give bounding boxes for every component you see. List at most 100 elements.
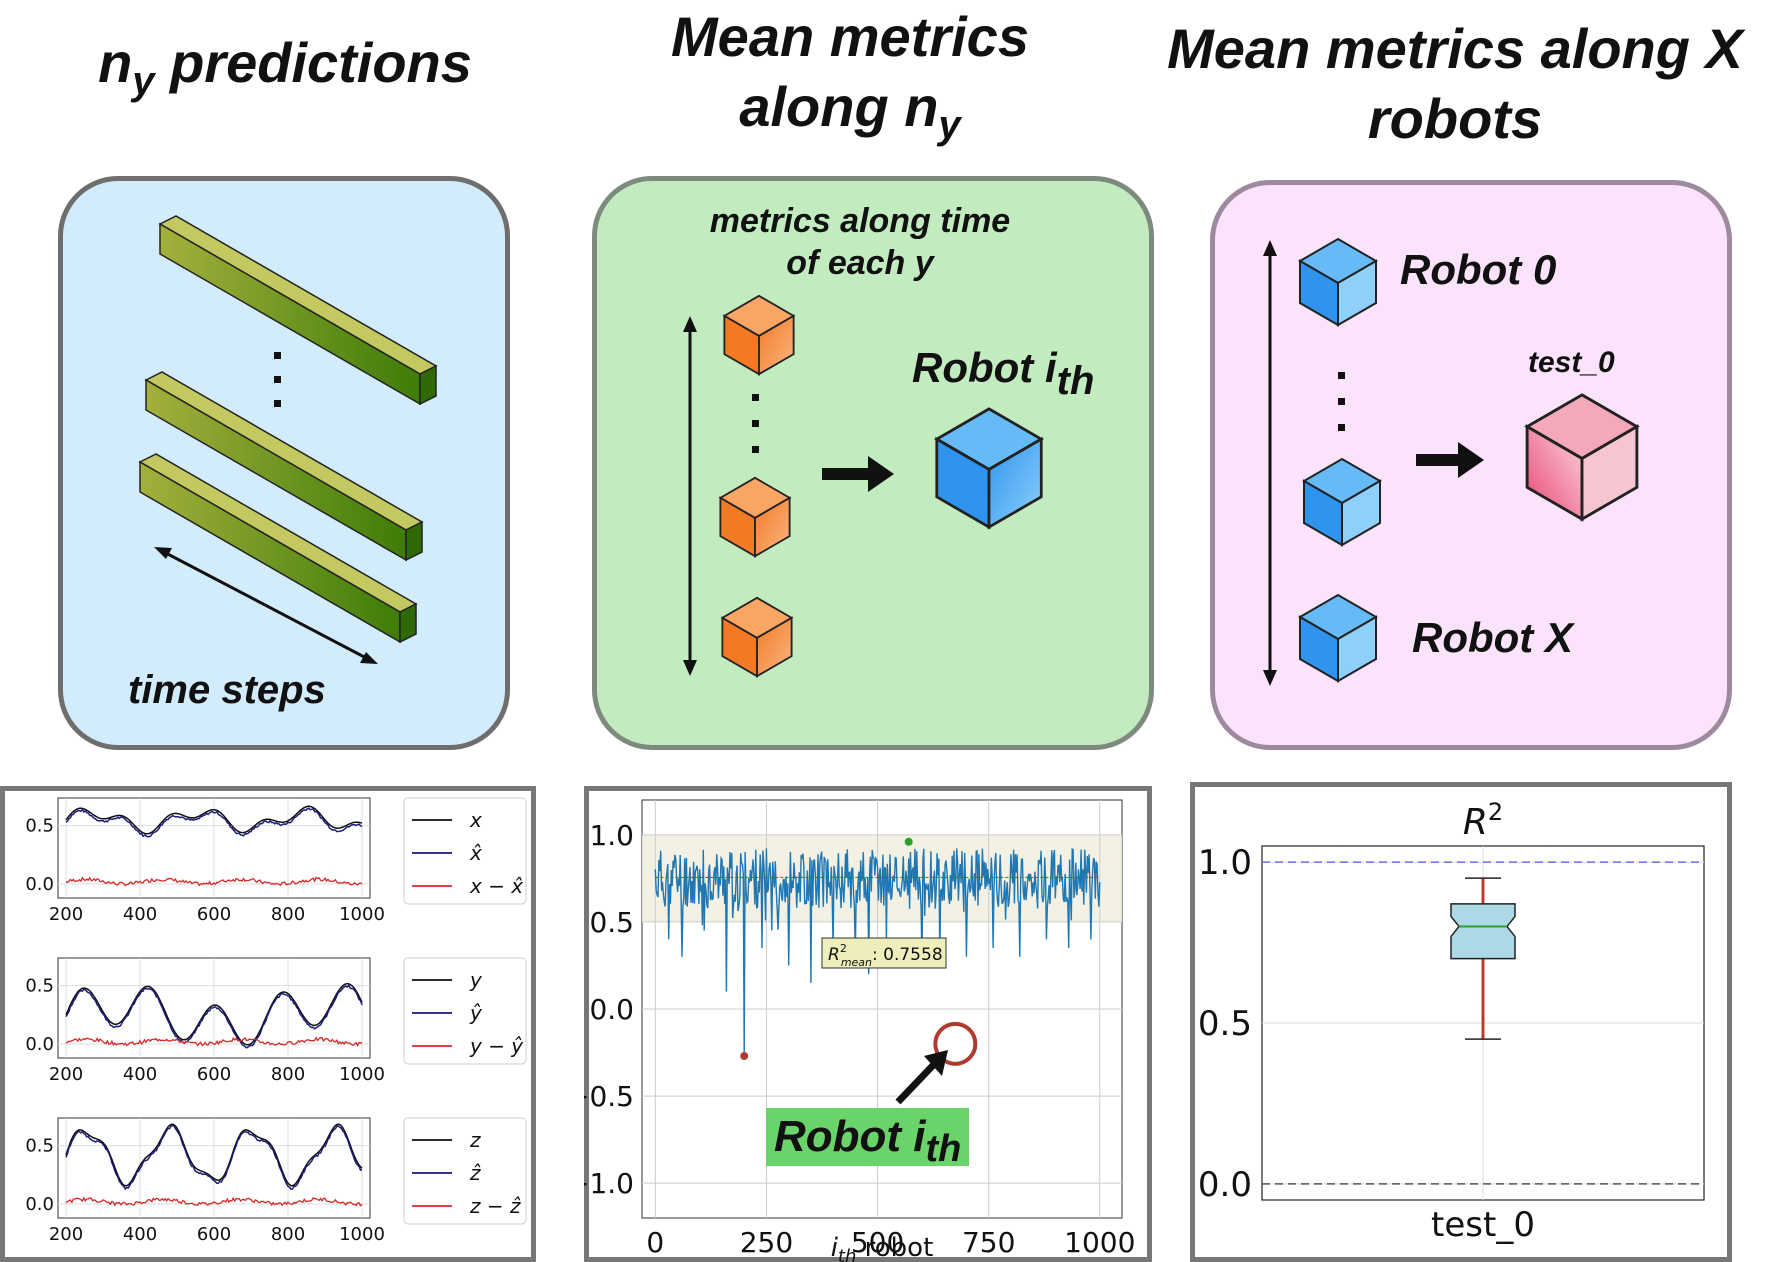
robot-ith-label: Robot ith xyxy=(912,344,1095,403)
title-mean-metrics-ny: Mean metrics along ny xyxy=(671,5,1029,147)
x-tick-label: 400 xyxy=(123,1224,157,1245)
x-tick-label: 600 xyxy=(197,1064,231,1085)
legend-label: y − ŷ xyxy=(469,1034,524,1058)
legend: x x̂ x − x̂ xyxy=(403,797,527,905)
r2-boxplot: 1.0 0.5 0.0 R2 test_0 xyxy=(1198,798,1705,1245)
prediction-subplot: 0.5 0.0 200 400 600 800 1000 x x̂ x − x̂ xyxy=(25,797,527,925)
legend-label: x − x̂ xyxy=(469,874,523,898)
x-tick-label: 1000 xyxy=(1064,1226,1135,1259)
x-axis-label: ith robot xyxy=(831,1233,934,1262)
x-tick-label: 800 xyxy=(271,1224,305,1245)
truth-line xyxy=(65,982,363,1046)
y-tick-label: 1.0 xyxy=(1198,843,1252,883)
x-tick-label: 500 xyxy=(851,1226,904,1259)
x-tick-label: 400 xyxy=(123,904,157,925)
blue-cube-robot-x xyxy=(1298,593,1378,683)
legend: yŷ y − ŷ xyxy=(403,957,527,1065)
legend-frame xyxy=(403,957,527,1065)
x-tick-label: 250 xyxy=(740,1226,793,1259)
blue-cube-robot xyxy=(935,407,1043,529)
prediction-line xyxy=(65,807,363,838)
time-steps-label: time steps xyxy=(128,668,326,712)
y-tick-label: 0.0 xyxy=(1198,1165,1252,1205)
y-tick-label: 0.0 xyxy=(25,1034,54,1055)
blue-cube-robot xyxy=(1302,457,1382,547)
x-tick-label: 600 xyxy=(197,1224,231,1245)
x-tick-label: 750 xyxy=(962,1226,1015,1259)
ellipsis-dots xyxy=(752,394,759,453)
x-tick-label: 600 xyxy=(197,904,231,925)
y-tick-label: 0.5 xyxy=(1198,1004,1252,1044)
x-category-label: test_0 xyxy=(1431,1205,1535,1245)
test-0-label: test_0 xyxy=(1528,346,1615,379)
legend-label: z xyxy=(469,1128,481,1152)
orange-cube xyxy=(721,596,793,678)
x-tick-label: 0 xyxy=(646,1226,664,1259)
x-tick-label: 1000 xyxy=(339,1224,385,1245)
x-tick-label: 800 xyxy=(271,904,305,925)
legend: zẑ z − ẑ xyxy=(403,1117,527,1225)
legend-label: y xyxy=(469,968,483,992)
pink-cube-test xyxy=(1525,393,1639,521)
annotation-box xyxy=(821,937,947,969)
y-tick-label: 0.5 xyxy=(25,1136,54,1157)
prediction-plots: 0.5 0.0 200 400 600 800 1000 x x̂ x − x̂ 0.5 0.0 200… xyxy=(25,797,527,1245)
x-tick-label: 400 xyxy=(123,1064,157,1085)
x-tick-label: 800 xyxy=(271,1064,305,1085)
time-steps-arrow xyxy=(154,547,378,664)
legend-label: ẑ xyxy=(469,1161,481,1185)
min-point xyxy=(740,1052,749,1061)
x-tick-label: 1000 xyxy=(339,904,385,925)
y-tick-label: 0.0 xyxy=(25,874,54,895)
time-series-bar xyxy=(158,215,438,406)
robot-ith-highlight-label: Robot ith xyxy=(766,1108,970,1170)
metrics-illustration xyxy=(683,294,1043,678)
y-tick-label: −0.5 xyxy=(584,1080,634,1113)
legend-label: ŷ xyxy=(469,1001,483,1025)
error-line xyxy=(65,876,363,887)
vertical-double-arrow xyxy=(683,316,697,676)
truth-line xyxy=(65,1123,363,1187)
x-tick-label: 200 xyxy=(49,1224,83,1245)
max-point xyxy=(904,837,913,846)
y-tick-label: −1.0 xyxy=(584,1167,634,1200)
vertical-double-arrow xyxy=(1263,240,1277,686)
robots-illustration xyxy=(1263,237,1639,686)
y-tick-label: 0.5 xyxy=(25,816,54,837)
highlight-circle xyxy=(933,1021,978,1066)
time-series-bar xyxy=(144,371,424,562)
metrics-caption: metrics along time of each y xyxy=(709,202,1011,282)
legend-frame xyxy=(403,797,527,905)
ellipsis-dots xyxy=(1338,372,1345,431)
y-tick-label: 1.0 xyxy=(589,819,634,852)
robot-x-label: Robot X xyxy=(1412,614,1573,661)
y-tick-label: 0.0 xyxy=(589,993,634,1026)
chart-title: R2 xyxy=(1463,798,1503,843)
prediction-line xyxy=(65,1124,363,1191)
ellipsis-dots xyxy=(274,352,281,407)
error-line xyxy=(65,1036,362,1047)
title-mean-metrics-robots: Mean metrics along X robots xyxy=(1167,17,1743,150)
legend-label: x̂ xyxy=(469,841,482,865)
x-tick-label: 200 xyxy=(49,1064,83,1085)
orange-cube xyxy=(719,476,791,558)
orange-cube xyxy=(723,294,795,376)
legend-frame xyxy=(403,1117,527,1225)
robot-0-label: Robot 0 xyxy=(1400,246,1557,293)
x-tick-label: 200 xyxy=(49,904,83,925)
y-tick-label: 0.5 xyxy=(589,906,634,939)
highlight-arrowhead xyxy=(924,1050,948,1076)
truth-line xyxy=(65,805,363,835)
x-tick-label: 1000 xyxy=(339,1064,385,1085)
legend-label: z − ẑ xyxy=(469,1194,521,1218)
title-ny-predictions: ny predictions xyxy=(98,31,472,103)
predictions-illustration xyxy=(138,215,438,664)
time-series-bar xyxy=(138,453,418,644)
legend-label: x xyxy=(469,808,482,832)
right-arrow xyxy=(822,456,894,492)
prediction-line xyxy=(65,984,363,1049)
